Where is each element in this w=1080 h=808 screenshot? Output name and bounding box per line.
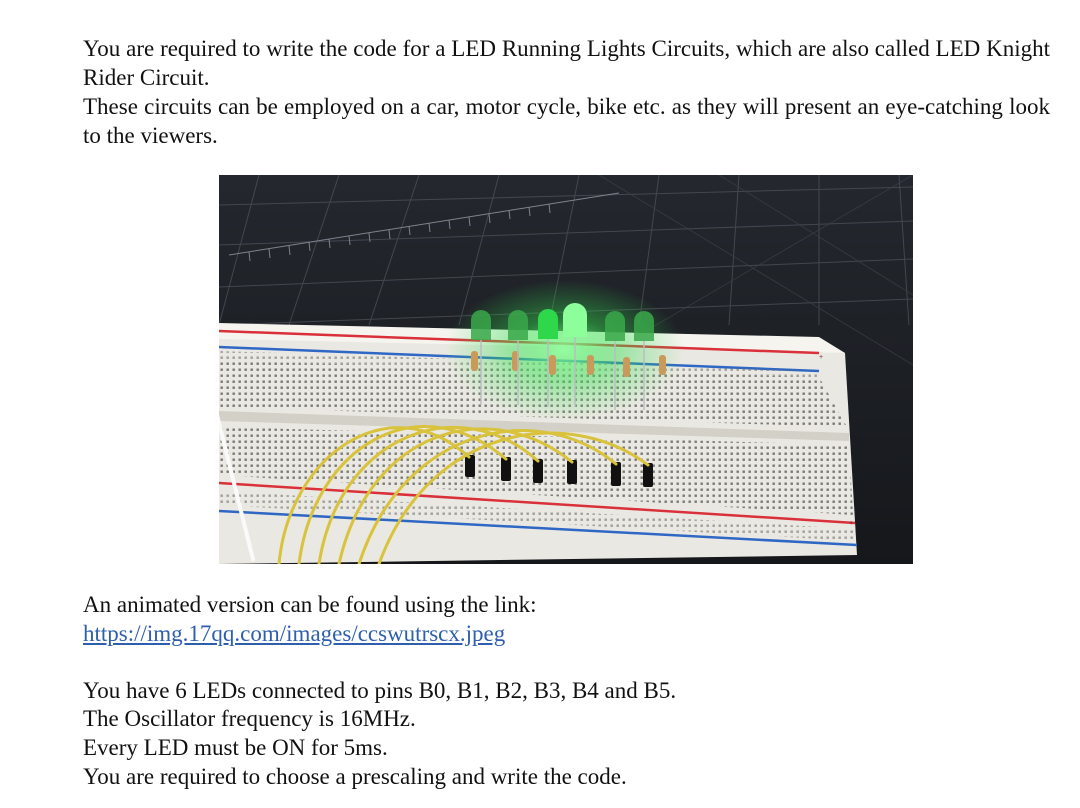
breadboard-photo: + + <box>219 175 913 564</box>
jumper-plugs <box>465 455 653 487</box>
led-4 <box>563 303 587 337</box>
led-row <box>471 303 654 341</box>
led-3 <box>538 309 558 339</box>
intro-paragraph-2: These circuits can be employed on a car,… <box>83 94 1050 148</box>
spec-oscillator: The Oscillator frequency is 16MHz. <box>83 706 416 731</box>
spec-led-duration: Every LED must be ON for 5ms. <box>83 735 388 760</box>
led-6 <box>634 311 654 341</box>
led-legs <box>480 335 645 410</box>
intro-paragraph-1: You are required to write the code for a… <box>83 36 1050 90</box>
spec-task: You are required to choose a prescaling … <box>83 764 627 789</box>
breadboard-center-channel <box>219 411 849 441</box>
mat-diagonals <box>598 175 913 366</box>
animation-intro: An animated version can be found using t… <box>83 592 537 617</box>
svg-text:+: + <box>849 520 853 527</box>
spec-leds-pins: You have 6 LEDs connected to pins B0, B1… <box>83 678 677 703</box>
led-glow <box>444 280 684 420</box>
jumper-wires <box>277 425 650 564</box>
mat-ruler <box>228 192 620 262</box>
svg-text:+: + <box>819 354 823 361</box>
animation-link[interactable]: https://img.17qq.com/images/ccswutrscx.j… <box>83 621 506 646</box>
led-1 <box>471 310 491 340</box>
led-2 <box>508 310 528 340</box>
led-5 <box>605 311 625 341</box>
resistors <box>471 351 666 377</box>
white-wire <box>219 347 256 562</box>
